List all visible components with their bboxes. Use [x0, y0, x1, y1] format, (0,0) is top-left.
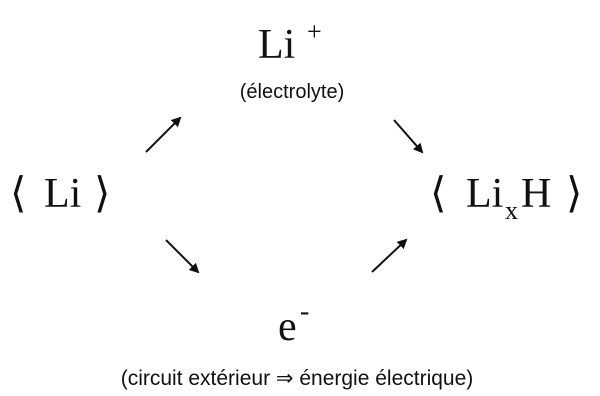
- left-open-bracket: ⟨: [10, 171, 26, 217]
- electrolyte-label: (électrolyte): [240, 81, 344, 103]
- hydrogen-symbol: H: [521, 171, 551, 217]
- lithium-symbol: Li: [44, 171, 81, 217]
- stoichiometry-subscript: x: [505, 196, 518, 225]
- lithium-ion-charge: +: [307, 17, 322, 46]
- electron-charge: -: [300, 296, 309, 327]
- right-close-bracket: ⟩: [566, 171, 582, 217]
- lithium-ion-label: Li +: [258, 17, 322, 68]
- lithium-ion-symbol: Li: [258, 22, 295, 68]
- lithium-symbol-right: Li: [466, 171, 503, 217]
- arrow-li-to-electron: [165, 239, 200, 274]
- right-open-bracket: ⟨: [430, 171, 446, 217]
- lithium-electrode-label: ⟨ Li ⟩: [10, 171, 110, 217]
- lithium-hydride-label: ⟨ Li x H ⟩: [430, 171, 582, 225]
- electron-label: e -: [278, 296, 309, 350]
- external-circuit-caption: (circuit extérieur ⇒ énergie électrique): [121, 367, 474, 390]
- left-close-bracket: ⟩: [94, 171, 110, 217]
- arrow-li-to-ion: [145, 116, 182, 153]
- arrow-ion-to-hydride: [393, 119, 424, 154]
- electron-symbol: e: [278, 304, 297, 350]
- arrow-electron-to-hydride: [371, 238, 408, 273]
